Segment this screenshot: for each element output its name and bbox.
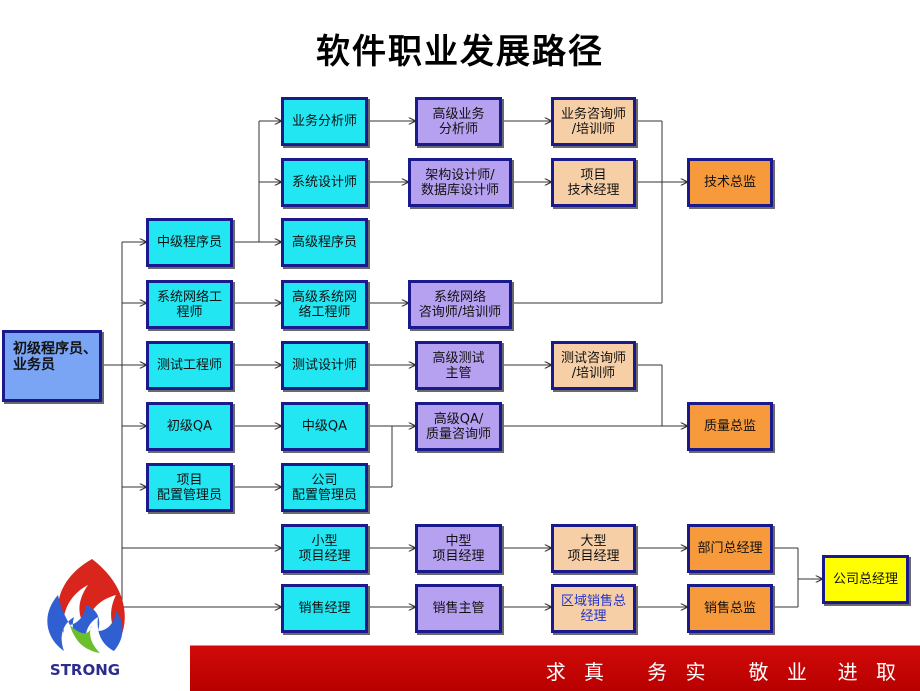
- strong-logo: STRONG: [30, 555, 140, 685]
- node-mid-project-manager: 中型项目经理: [415, 524, 502, 573]
- node-small-project-manager: 小型项目经理: [281, 524, 368, 573]
- node-label: 项目经理: [432, 548, 485, 564]
- node-label: 高级系统网: [291, 289, 357, 305]
- node-label: 销售总监: [703, 601, 756, 616]
- node-senior-programmer: 高级程序员: [281, 218, 368, 267]
- node-company-gm: 公司总经理: [822, 555, 909, 604]
- node-business-analyst: 业务分析师: [281, 97, 368, 146]
- node-regional-sales-manager: 区域销售总经理: [551, 584, 636, 633]
- footer-banner: 求 真 务 实 敬 业 进 取: [190, 645, 920, 691]
- node-label: 咨询师/培训师: [418, 304, 502, 320]
- node-label: 小型: [311, 533, 338, 549]
- node-label: 区域销售总: [560, 593, 626, 609]
- node-net-engineer: 系统网络工程师: [146, 280, 233, 329]
- flame-logo-icon: [47, 559, 125, 653]
- node-system-designer: 系统设计师: [281, 158, 368, 207]
- node-label: 项目经理: [567, 548, 620, 564]
- node-senior-test-manager: 高级测试主管: [415, 341, 502, 390]
- node-label: 高级业务: [432, 106, 485, 122]
- node-label: 高级QA/: [433, 411, 484, 427]
- node-label: 配置管理员: [156, 487, 222, 503]
- node-label: 数据库设计师: [420, 182, 499, 198]
- node-architect: 架构设计师/数据库设计师: [408, 158, 512, 207]
- node-label: 项目: [580, 167, 607, 183]
- node-label: 主管: [445, 365, 472, 381]
- node-senior-net-engineer: 高级系统网络工程师: [281, 280, 368, 329]
- node-senior-qa: 高级QA/质量咨询师: [415, 402, 502, 451]
- node-label: 高级程序员: [291, 235, 357, 250]
- node-label: 测试工程师: [156, 358, 222, 373]
- node-label: 业务员: [13, 357, 55, 373]
- node-label: 分析师: [438, 121, 478, 137]
- node-network-consultant: 系统网络咨询师/培训师: [408, 280, 512, 329]
- node-label: 高级测试: [432, 350, 485, 366]
- node-quality-director: 质量总监: [687, 402, 773, 451]
- node-label: 项目: [176, 472, 203, 488]
- node-label: 系统网络工: [156, 289, 222, 305]
- node-label: 测试咨询师: [560, 350, 626, 366]
- node-label: 配置管理员: [291, 487, 357, 503]
- node-mid-programmer: 中级程序员: [146, 218, 233, 267]
- node-label: 质量总监: [703, 419, 756, 434]
- node-label: 络工程师: [298, 304, 351, 320]
- node-test-consultant: 测试咨询师/培训师: [551, 341, 636, 390]
- node-label: 业务分析师: [291, 114, 357, 129]
- node-label: 大型: [580, 533, 607, 549]
- node-test-designer: 测试设计师: [281, 341, 368, 390]
- node-label: /培训师: [571, 365, 616, 381]
- node-label: 中级程序员: [156, 235, 222, 250]
- node-junior-programmer: 初级程序员、业务员: [2, 330, 102, 402]
- node-label: 系统设计师: [291, 175, 357, 190]
- node-label: 技术总监: [703, 175, 756, 190]
- node-sales-director: 销售总监: [687, 584, 773, 633]
- node-label: 公司: [311, 472, 338, 488]
- node-label: 部门总经理: [697, 541, 763, 556]
- node-senior-business-analyst: 高级业务分析师: [415, 97, 502, 146]
- node-label: /培训师: [571, 121, 616, 137]
- node-large-project-manager: 大型项目经理: [551, 524, 636, 573]
- node-label: 初级QA: [166, 419, 213, 434]
- node-sales-supervisor: 销售主管: [415, 584, 502, 633]
- node-label: 质量咨询师: [425, 426, 491, 442]
- node-junior-qa: 初级QA: [146, 402, 233, 451]
- node-mid-qa: 中级QA: [281, 402, 368, 451]
- node-label: 经理: [580, 608, 607, 624]
- node-test-engineer: 测试工程师: [146, 341, 233, 390]
- node-label: 系统网络: [433, 289, 486, 305]
- node-label: 测试设计师: [291, 358, 357, 373]
- node-business-consultant: 业务咨询师/培训师: [551, 97, 636, 146]
- node-label: 程师: [176, 304, 203, 320]
- node-label: 项目经理: [298, 548, 351, 564]
- node-label: 初级程序员、: [13, 341, 97, 357]
- node-sales-manager: 销售经理: [281, 584, 368, 633]
- node-config-manager: 项目配置管理员: [146, 463, 233, 512]
- node-label: 销售经理: [298, 601, 351, 616]
- node-label: 中级QA: [301, 419, 348, 434]
- node-label: 公司总经理: [832, 572, 898, 587]
- page-title: 软件职业发展路径: [316, 32, 604, 72]
- node-department-gm: 部门总经理: [687, 524, 773, 573]
- footer-slogan: 求 真 务 实 敬 业 进 取: [545, 660, 902, 684]
- node-label: 中型: [445, 533, 472, 549]
- node-technical-project-manager: 项目技术经理: [551, 158, 636, 207]
- node-company-config-manager: 公司配置管理员: [281, 463, 368, 512]
- logo-text: STRONG: [49, 661, 121, 679]
- node-label: 技术经理: [567, 182, 620, 198]
- node-label: 业务咨询师: [560, 106, 626, 122]
- node-label: 销售主管: [432, 601, 485, 616]
- node-technical-director: 技术总监: [687, 158, 773, 207]
- node-label: 架构设计师/: [425, 167, 495, 183]
